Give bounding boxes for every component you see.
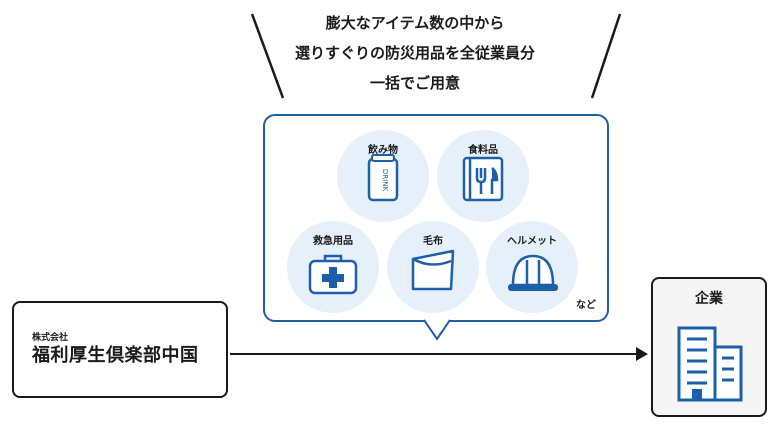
item-drink-label: 飲み物 [368,145,398,156]
headline-line-3: 一括でご用意 [369,74,460,92]
item-food-label: 食料品 [468,145,498,156]
item-first-aid-label: 救急用品 [313,236,353,247]
source-name: 福利厚生倶楽部中国 [32,345,199,366]
item-helmet-label: ヘルメット [507,236,557,247]
drink-can-icon: DRINK [367,154,399,202]
headline-line-2: 選りすぐりの防災用品を全従業員分 [294,44,535,62]
target-label: 企業 [695,291,723,307]
headline-right-line [590,13,622,99]
headline-left-line [250,13,285,99]
first-aid-kit-icon [308,254,358,295]
food-menu-icon [462,156,504,202]
building-icon [677,326,743,402]
source-prefix: 株式会社 [32,333,69,343]
headline: 膨大なアイテム数の中から 選りすぐりの防災用品を全従業員分 一括でご用意 [250,8,580,98]
helmet-icon [508,254,558,291]
etc-label: など [576,300,596,311]
bubble-tail [424,319,450,341]
source-organization-box [12,301,228,398]
blanket-icon [411,249,455,291]
flow-arrow-head [636,347,648,361]
headline-line-1: 膨大なアイテム数の中から [325,14,505,32]
item-blanket-label: 毛布 [423,236,443,247]
can-text: DRINK [381,169,389,192]
